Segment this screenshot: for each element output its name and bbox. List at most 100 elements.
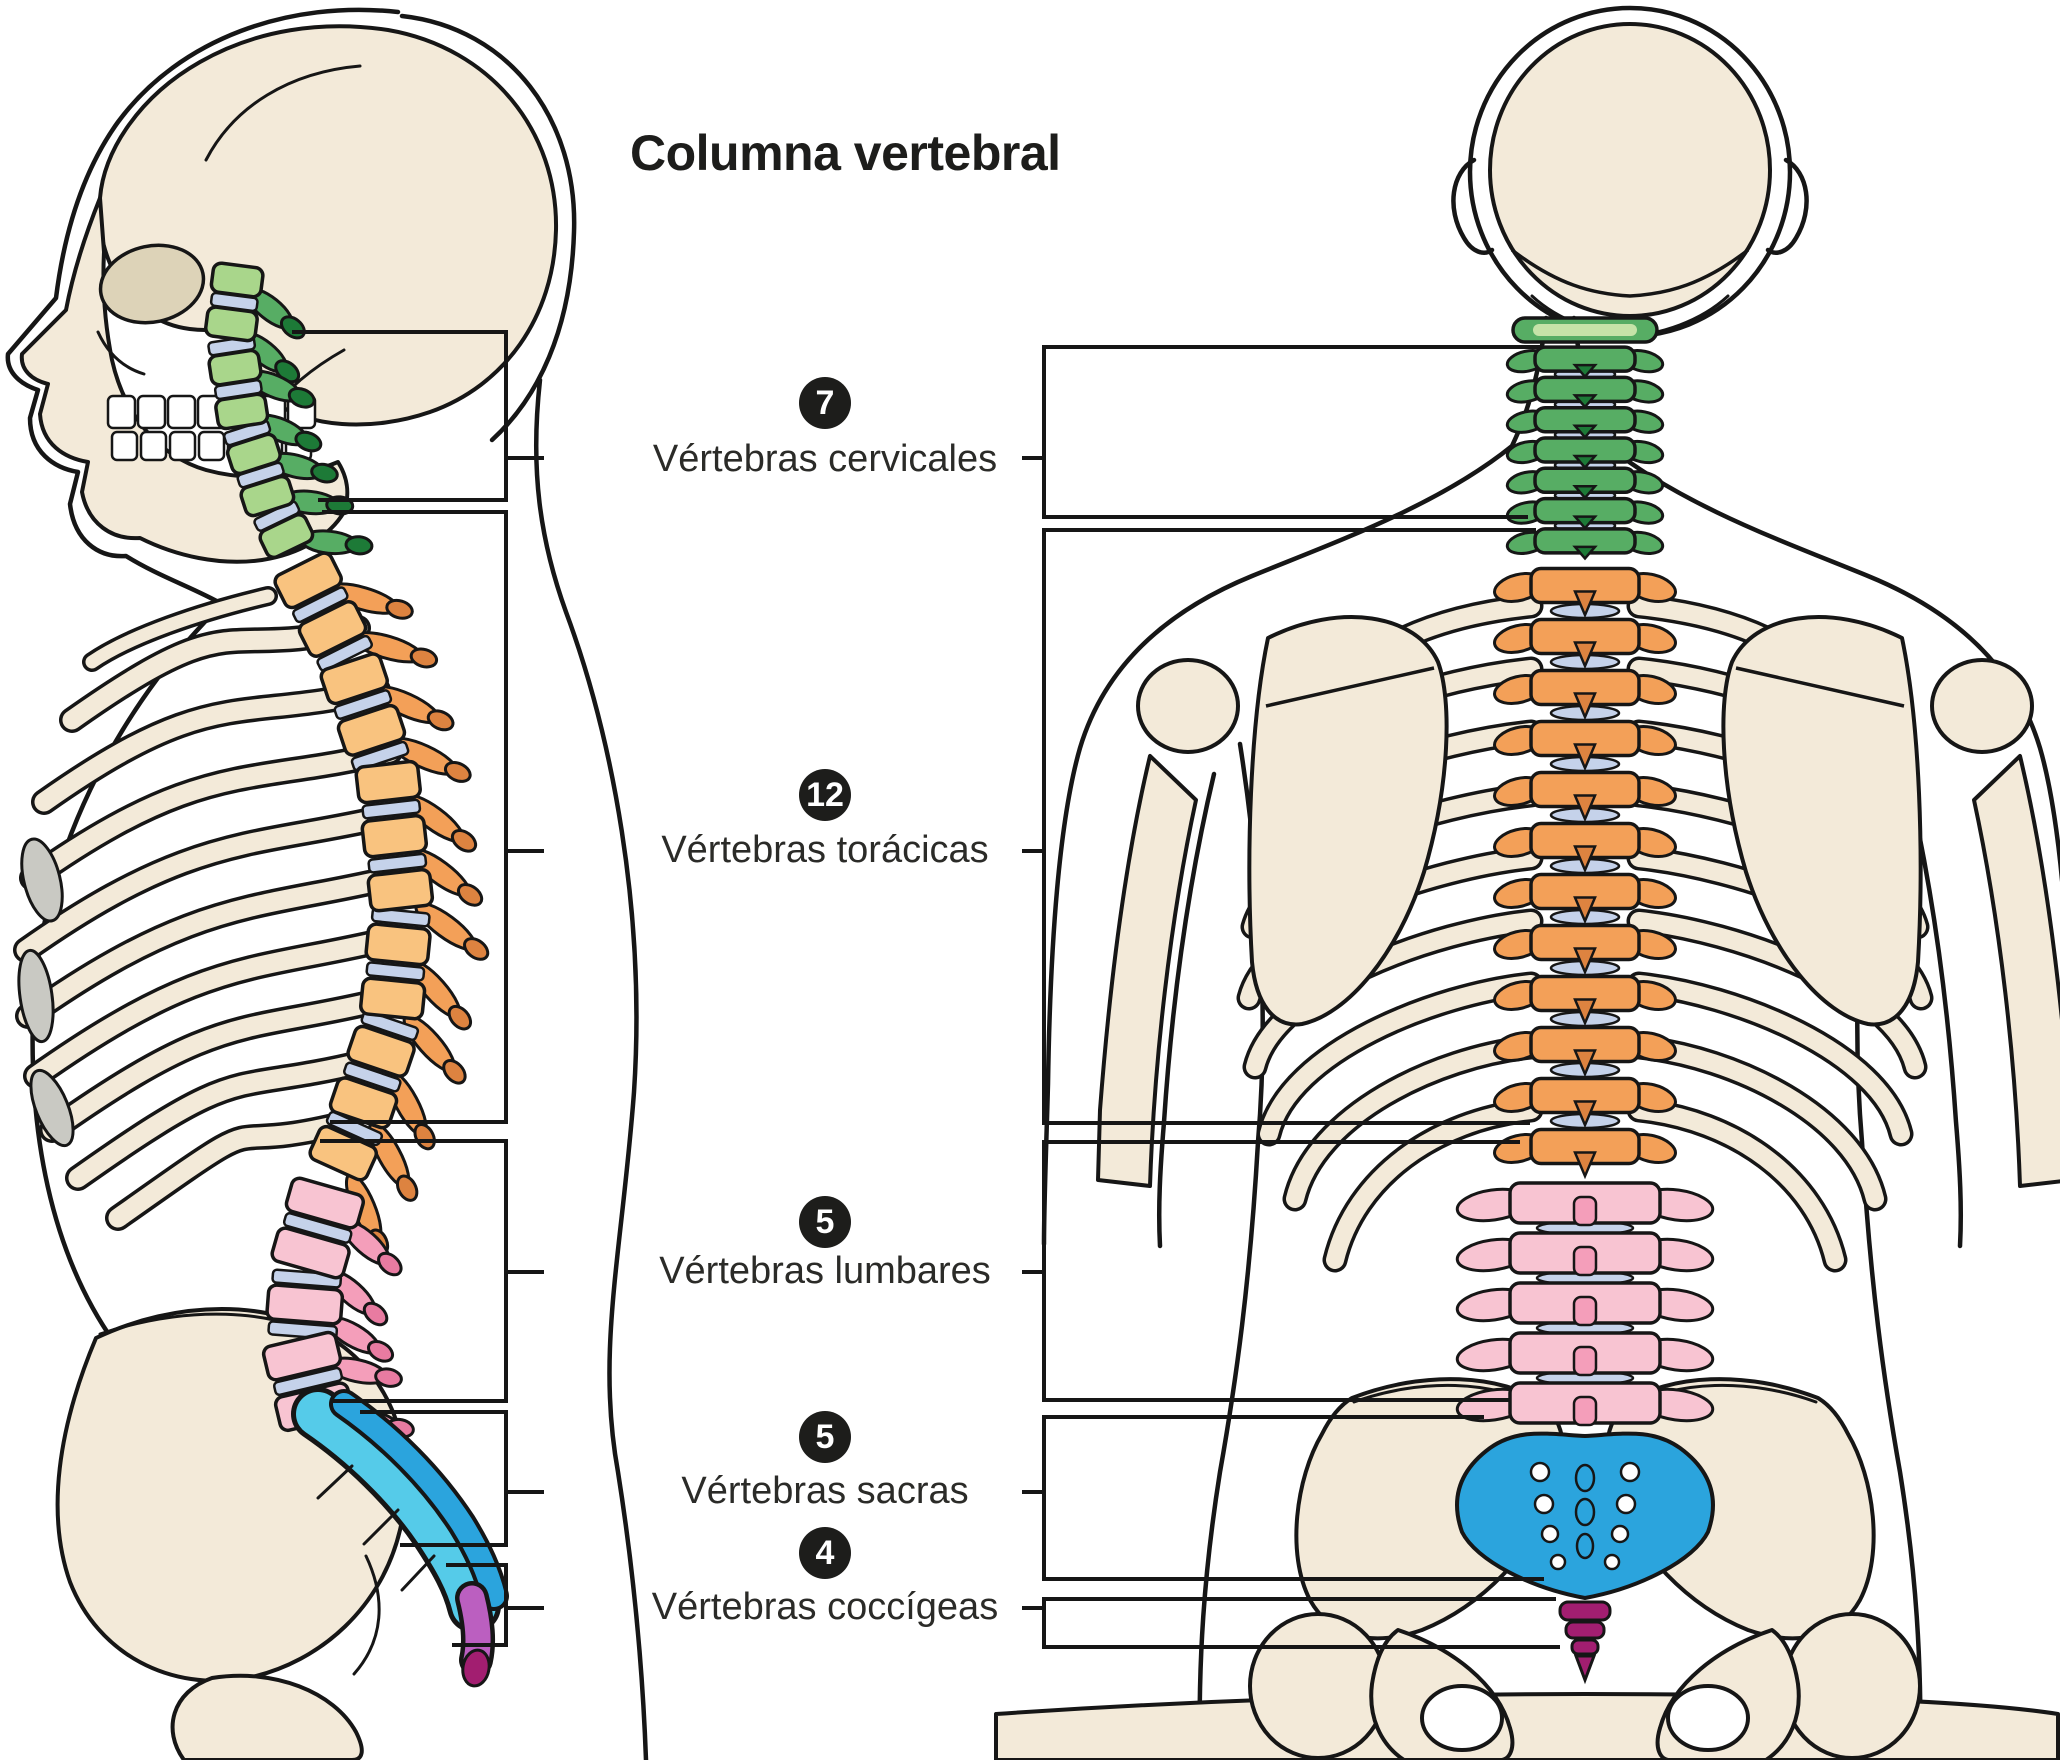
vertebral-body	[209, 261, 265, 299]
page-title: Columna vertebral	[630, 125, 1061, 181]
intervertebral-disc	[282, 1212, 353, 1244]
spinous-process	[1572, 545, 1598, 561]
spinous-process	[1572, 1245, 1598, 1277]
left-label-ticks	[506, 456, 544, 1610]
intervertebral-disc	[361, 798, 422, 820]
rib	[1286, 1038, 1540, 1208]
process-tip	[367, 1339, 395, 1363]
right-humerus	[1972, 754, 2060, 1188]
rib	[22, 742, 400, 888]
left-inner-arm	[1156, 771, 1217, 1249]
tooth-lower	[110, 430, 139, 462]
process-tip	[409, 647, 439, 669]
left-obturator-foramen	[1420, 1684, 1504, 1752]
bracket-left-thoracic	[322, 510, 508, 1124]
spinous-process	[1572, 1295, 1598, 1327]
costal-cartilage	[20, 837, 64, 923]
intervertebral-disc	[367, 852, 428, 874]
vertebral-body	[360, 813, 429, 859]
badge-cervicales: 7	[799, 377, 851, 429]
label-sacras: Vértebras sacras	[681, 1470, 969, 1512]
spinous-process	[1572, 485, 1598, 500]
left-ear	[1451, 157, 1495, 255]
tooth-lower	[197, 430, 226, 462]
vertebral-body	[364, 922, 432, 967]
costal-cartilage	[17, 948, 55, 1044]
right-obturator-foramen	[1666, 1684, 1750, 1752]
intervertebral-disc	[272, 1366, 344, 1397]
posterior-figure	[994, 5, 2060, 1760]
lateral-sacrum	[291, 1387, 509, 1688]
median-crest	[1574, 1463, 1596, 1493]
vertebral-body	[214, 392, 270, 431]
intervertebral-disc	[370, 907, 431, 928]
sacrum-segment-lines	[316, 1464, 436, 1592]
right-scapula	[1721, 615, 1923, 1027]
intervertebral-disc	[350, 740, 410, 772]
spinous-process	[1573, 1151, 1597, 1180]
rib	[1326, 1101, 1540, 1269]
sacrum-back	[333, 1393, 505, 1607]
tooth-lower	[139, 430, 168, 462]
spinous-process	[1573, 692, 1597, 721]
nasal-line	[96, 330, 146, 376]
vertebral-body	[354, 759, 422, 805]
rib	[68, 1052, 374, 1188]
spinous-process	[1573, 641, 1597, 670]
callout-brackets	[292, 330, 1560, 1649]
process-tip	[377, 1251, 403, 1277]
vertebral-body	[239, 474, 296, 518]
badge-coccigeas: 4	[799, 1527, 851, 1579]
rib	[108, 1114, 352, 1228]
bracket-right-coccygeal	[1042, 1597, 1560, 1649]
eye-socket	[98, 243, 206, 325]
spinous-process	[1572, 363, 1598, 379]
coccyx-tip	[461, 1648, 491, 1688]
thoracic-region-lateral	[273, 551, 490, 1257]
rib	[1260, 975, 1540, 1143]
spinous-process	[1573, 947, 1597, 976]
foramen	[1603, 1553, 1621, 1571]
label-lumbares: Vértebras lumbares	[659, 1250, 991, 1292]
spinous-process	[1573, 896, 1597, 925]
tooth-upper	[136, 394, 167, 430]
rib	[18, 866, 410, 1026]
occipital-line	[1510, 248, 1750, 298]
process-tip	[442, 1059, 467, 1085]
foramen	[1610, 1524, 1630, 1544]
badge-lumbares: 5	[799, 1196, 851, 1248]
shoulder-girdle	[1096, 615, 2060, 1188]
label-toracicas: Vértebras torácicas	[661, 829, 989, 871]
spinous-process	[1573, 590, 1597, 619]
process-tip	[395, 1174, 419, 1202]
atlas-arch	[1533, 324, 1637, 336]
process-tip	[385, 598, 414, 620]
foramen	[1615, 1493, 1637, 1515]
cervical-region-posterior	[1505, 345, 1665, 561]
process-tip	[344, 535, 374, 556]
spinous-process	[1572, 1345, 1598, 1377]
clavicle-bone	[85, 589, 275, 669]
intervertebral-disc	[365, 961, 426, 982]
process-tip	[362, 1301, 389, 1327]
process-tip	[294, 430, 323, 453]
rib	[42, 990, 392, 1140]
acetabulum-line	[352, 1554, 381, 1676]
posterior-cranium	[1488, 22, 1772, 318]
lateral-figure	[5, 7, 649, 1760]
right-femur-head	[1782, 1612, 1922, 1760]
bracket-right-cervical	[1042, 345, 1540, 519]
spinous-process	[1572, 424, 1598, 440]
intervertebral-disc	[343, 1061, 402, 1093]
right-humeral-head	[1930, 658, 2034, 754]
bracket-right-sacral	[1042, 1415, 1544, 1581]
posterior-coccyx	[1558, 1600, 1612, 1685]
process-tip	[287, 386, 316, 409]
vertebral-body	[319, 652, 389, 706]
intervertebral-disc	[292, 586, 349, 624]
posterior-spine	[1455, 316, 1715, 1427]
tooth-upper	[106, 394, 137, 430]
vertebral-body	[297, 600, 368, 658]
